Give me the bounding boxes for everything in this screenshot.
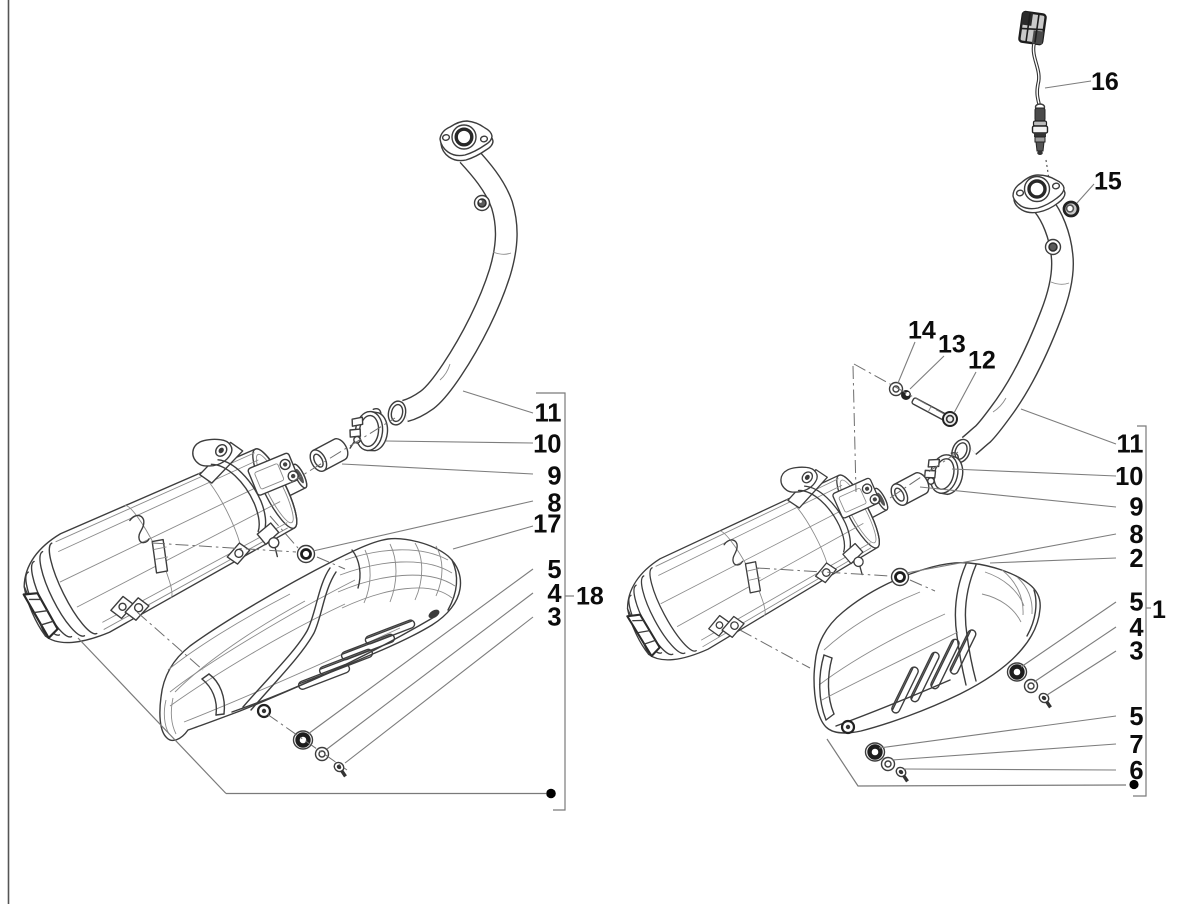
svg-text:14: 14 [908,317,936,345]
svg-text:17: 17 [533,511,561,539]
svg-text:2: 2 [1129,545,1143,573]
svg-text:15: 15 [1094,168,1122,196]
svg-text:4: 4 [1129,614,1144,642]
svg-text:6: 6 [1129,757,1143,785]
svg-text:11: 11 [535,400,562,428]
svg-text:12: 12 [968,347,996,375]
svg-text:3: 3 [1129,638,1143,666]
svg-text:16: 16 [1091,68,1119,96]
svg-text:4: 4 [547,580,562,608]
svg-text:5: 5 [1129,589,1143,617]
svg-text:18: 18 [576,583,604,611]
svg-text:11: 11 [1117,431,1144,459]
svg-text:5: 5 [1129,703,1143,731]
svg-text:3: 3 [547,604,561,632]
svg-text:8: 8 [1129,521,1143,549]
svg-text:10: 10 [533,431,561,459]
svg-text:1: 1 [1152,596,1166,624]
svg-text:8: 8 [547,490,561,518]
svg-text:5: 5 [547,556,561,584]
svg-text:13: 13 [938,331,966,359]
svg-text:9: 9 [1129,494,1143,522]
svg-text:9: 9 [547,463,561,491]
svg-text:10: 10 [1115,463,1143,491]
svg-text:7: 7 [1129,731,1143,759]
